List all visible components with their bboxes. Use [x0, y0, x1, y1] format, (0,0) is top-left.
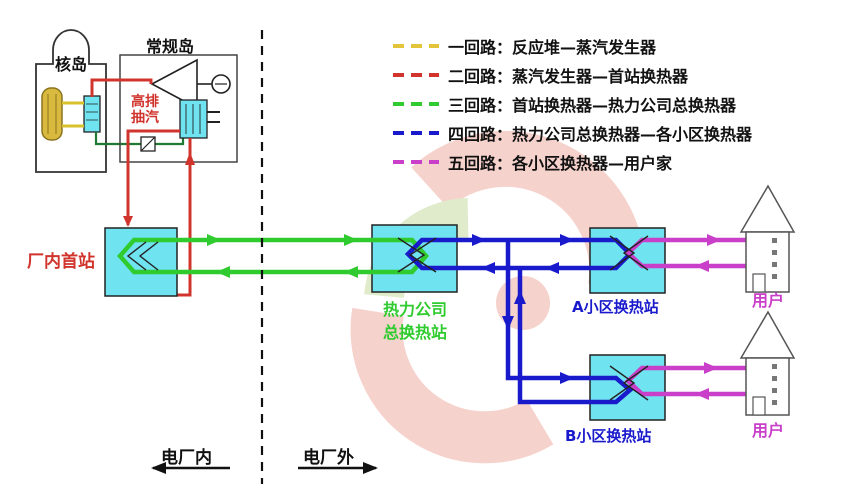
hx-coil [117, 237, 177, 275]
hx-coil [624, 237, 665, 269]
reactor-vessel-icon [41, 87, 63, 141]
station-heat-exchanger-icon [179, 99, 208, 139]
flow-arrow-left [216, 266, 230, 278]
flow-arrow-left [695, 388, 709, 400]
legend-line-swatch-circuit3 [393, 101, 439, 106]
legend-line-swatch-circuit4 [393, 130, 439, 135]
pipe-segment [126, 129, 180, 225]
reactor-vessel-detail [47, 94, 57, 134]
hx-chevron [609, 365, 636, 401]
pipe-segment [94, 132, 185, 146]
condensate-return-pipe [94, 132, 185, 146]
hx-chevron [622, 235, 649, 271]
legend-item-label: 四回路：热力公司总换热器—各小区换热器 [448, 124, 753, 144]
station-b-label: B小区换热站 [565, 427, 652, 445]
legend-line-swatch-circuit5 [393, 159, 439, 164]
flow-arrow-down [123, 216, 133, 227]
nuclear-island [35, 29, 107, 173]
first-station-label: 厂内首站 [27, 252, 95, 272]
legend-line-swatch-circuit1 [393, 43, 439, 48]
watermark-red-arc-bottom [350, 307, 554, 464]
house-windows [772, 364, 777, 405]
legend-item-label: 三回路：首站换热器—热力公司总换热器 [448, 95, 737, 115]
legend-item: 三回路：首站换热器—热力公司总换热器 [393, 89, 752, 118]
legend-item: 五回路：各小区换热器—用户家 [393, 147, 752, 176]
flow-arrow-right [707, 234, 721, 246]
hx-chevron [622, 365, 649, 401]
hx-coil [590, 375, 634, 405]
heat-exchanger-detail [185, 104, 201, 134]
valve-detail [140, 136, 156, 152]
nozzle-lines [207, 111, 220, 123]
steam-generator-detail [86, 103, 98, 121]
hx-chevron [408, 237, 437, 273]
user-bottom-label: 用户 [752, 421, 785, 440]
hx-chevron [138, 241, 159, 271]
hp-extraction-label: 高排 抽汽 [131, 94, 159, 126]
flow-arrow-right [704, 362, 718, 374]
outside-plant-label: 电厂外 [303, 448, 354, 468]
legend-item-label: 一回路：反应堆—蒸汽发生器 [448, 37, 657, 57]
house-door-icon [752, 273, 766, 293]
flow-arrow-left [545, 262, 559, 274]
flow-arrow-down [502, 316, 514, 330]
conventional-island-label: 常规岛 [146, 37, 195, 56]
flow-arrow-left [481, 262, 495, 274]
circuit-5-pipes [624, 234, 746, 400]
house-windows [772, 238, 777, 279]
pipe-segment [90, 78, 153, 97]
house-roof-icon [739, 184, 796, 233]
legend-item: 二回路：蒸汽发生器—首站换热器 [393, 60, 752, 89]
conventional-island-outline [119, 54, 238, 163]
hx-chevron [126, 241, 147, 271]
user-houses [739, 184, 796, 416]
flow-arrow-left [695, 260, 709, 272]
legend-item-label: 五回路：各小区换热器—用户家 [448, 153, 673, 173]
branch-return-pipe [517, 268, 590, 405]
outside-plant-arrowhead [363, 462, 378, 474]
nuclear-island-label: 核岛 [55, 55, 88, 74]
flow-arrow-right [560, 372, 574, 384]
flow-arrow-right [344, 234, 358, 246]
hx-chevron [609, 235, 636, 271]
circuit-1-primary-pipes [62, 101, 84, 128]
zone-arrows [151, 462, 378, 474]
flow-arrow-right [560, 234, 574, 246]
user-top-label: 用户 [752, 291, 785, 310]
legend-item: 一回路：反应堆—蒸汽发生器 [393, 31, 752, 60]
heat-exchanger-symbols [126, 235, 649, 401]
conventional-island [119, 54, 238, 163]
flow-arrow-up [514, 290, 526, 304]
inside-plant-label: 电厂内 [161, 448, 212, 468]
flow-arrow-right [207, 234, 221, 246]
flow-arrow-left [344, 266, 358, 278]
flow-arrow-up [185, 152, 195, 165]
station-a-label: A小区换热站 [572, 298, 659, 316]
house-door-icon [752, 396, 766, 416]
flow-arrow-right [472, 234, 486, 246]
house-roof-icon [739, 310, 796, 359]
hx-chevron [397, 237, 426, 273]
legend-item-label: 二回路：蒸汽发生器—首站换热器 [448, 66, 689, 86]
legend-item: 四回路：热力公司总换热器—各小区换热器 [393, 118, 752, 147]
steam-generator-icon [83, 95, 101, 133]
inside-plant-arrowhead [151, 462, 166, 474]
legend: 一回路：反应堆—蒸汽发生器 二回路：蒸汽发生器—首站换热器 三回路：首站换热器—… [393, 31, 752, 176]
legend-line-swatch-circuit2 [393, 72, 439, 77]
thermal-company-station-label: 热力公司 总换热站 [382, 300, 447, 342]
